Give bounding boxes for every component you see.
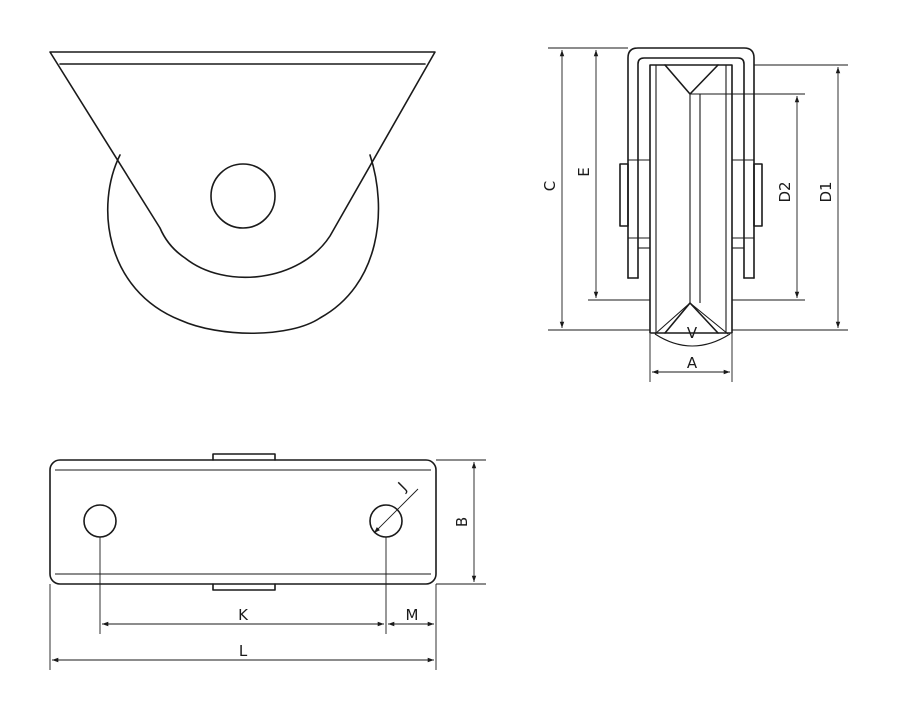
axle-hole xyxy=(210,163,276,229)
dim-label-m: M xyxy=(406,606,419,624)
dim-label-b: B xyxy=(453,517,471,527)
mount-hole-left xyxy=(83,504,117,538)
side-axle-boss-left xyxy=(619,163,629,227)
side-bracket-outer xyxy=(627,47,755,279)
dim-line-j xyxy=(373,488,419,534)
dim-label-a: A xyxy=(687,354,698,372)
dim-label-d1: D1 xyxy=(817,181,835,202)
v-angle-arc xyxy=(654,333,731,347)
bracket-plate xyxy=(49,51,436,279)
dim-label-c: C xyxy=(541,181,559,191)
top-bracket-tab-upper xyxy=(212,453,276,461)
v-groove-top xyxy=(664,64,719,95)
side-wheel xyxy=(649,64,733,334)
side-bracket-inner xyxy=(637,57,745,279)
top-bracket-tab-lower xyxy=(212,583,276,591)
dim-label-e: E xyxy=(575,167,593,176)
dim-label-d2: D2 xyxy=(776,181,794,202)
dim-label-k: K xyxy=(238,606,249,624)
top-view: J B K M L xyxy=(49,453,486,670)
dim-label-l: L xyxy=(239,642,248,660)
wheel-outline xyxy=(106,154,380,335)
side-axle-boss-right xyxy=(753,163,763,227)
side-view: C E D2 D1 V A xyxy=(541,47,848,382)
top-plate xyxy=(49,459,437,585)
front-view xyxy=(49,51,436,335)
dim-label-j: J xyxy=(394,479,411,496)
dim-label-v: V xyxy=(687,324,698,342)
